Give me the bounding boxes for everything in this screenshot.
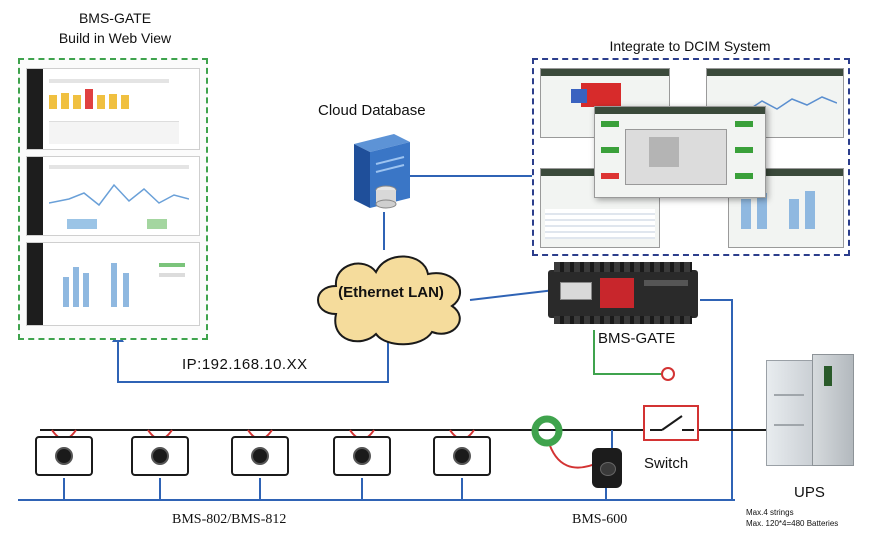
dcim-window-main	[594, 106, 766, 198]
gate-to-ups-line	[700, 299, 733, 500]
ups-note-strings: Max.4 strings	[746, 508, 794, 517]
switch-icon	[643, 405, 699, 441]
bms-600-device	[592, 448, 622, 488]
battery-module	[433, 436, 491, 476]
bms-600-label: BMS-600	[572, 512, 628, 527]
web-screenshot-2	[26, 156, 200, 236]
ups-label: UPS	[794, 484, 825, 501]
battery-module	[333, 436, 391, 476]
gate-green-wire	[593, 330, 662, 375]
bms-802-label: BMS-802/BMS-812	[172, 512, 287, 527]
ups-cabinet	[766, 354, 854, 466]
web-screenshot-1	[26, 68, 200, 150]
lan-to-gate-line	[469, 289, 556, 301]
ethernet-lan-label: (Ethernet LAN)	[338, 284, 444, 301]
webview-title-line1: BMS-GATE	[78, 10, 152, 26]
gate-wire-terminal	[661, 367, 675, 381]
battery-module	[231, 436, 289, 476]
dcim-title: Integrate to DCIM System	[609, 38, 771, 54]
bms-gate-label: BMS-GATE	[598, 330, 676, 347]
dcim-window-2	[706, 68, 844, 138]
battery-module	[131, 436, 189, 476]
battery-module	[35, 436, 93, 476]
web-view-panel	[18, 58, 208, 340]
cloud-database-label: Cloud Database	[318, 102, 426, 119]
bms-gate-device	[548, 262, 698, 324]
dcim-panel	[532, 58, 850, 256]
current-sensor-icon	[531, 415, 563, 447]
server-icon	[354, 134, 410, 209]
webview-title-line2: Build in Web View	[58, 30, 172, 46]
ip-address-label: IP:192.168.10.XX	[182, 356, 308, 373]
ups-note-batteries: Max. 120*4=480 Batteries	[746, 519, 839, 528]
web-screenshot-3	[26, 242, 200, 326]
ethernet-cloud-icon	[317, 255, 461, 346]
switch-label: Switch	[644, 455, 689, 472]
lan-to-webview-line	[117, 338, 389, 383]
